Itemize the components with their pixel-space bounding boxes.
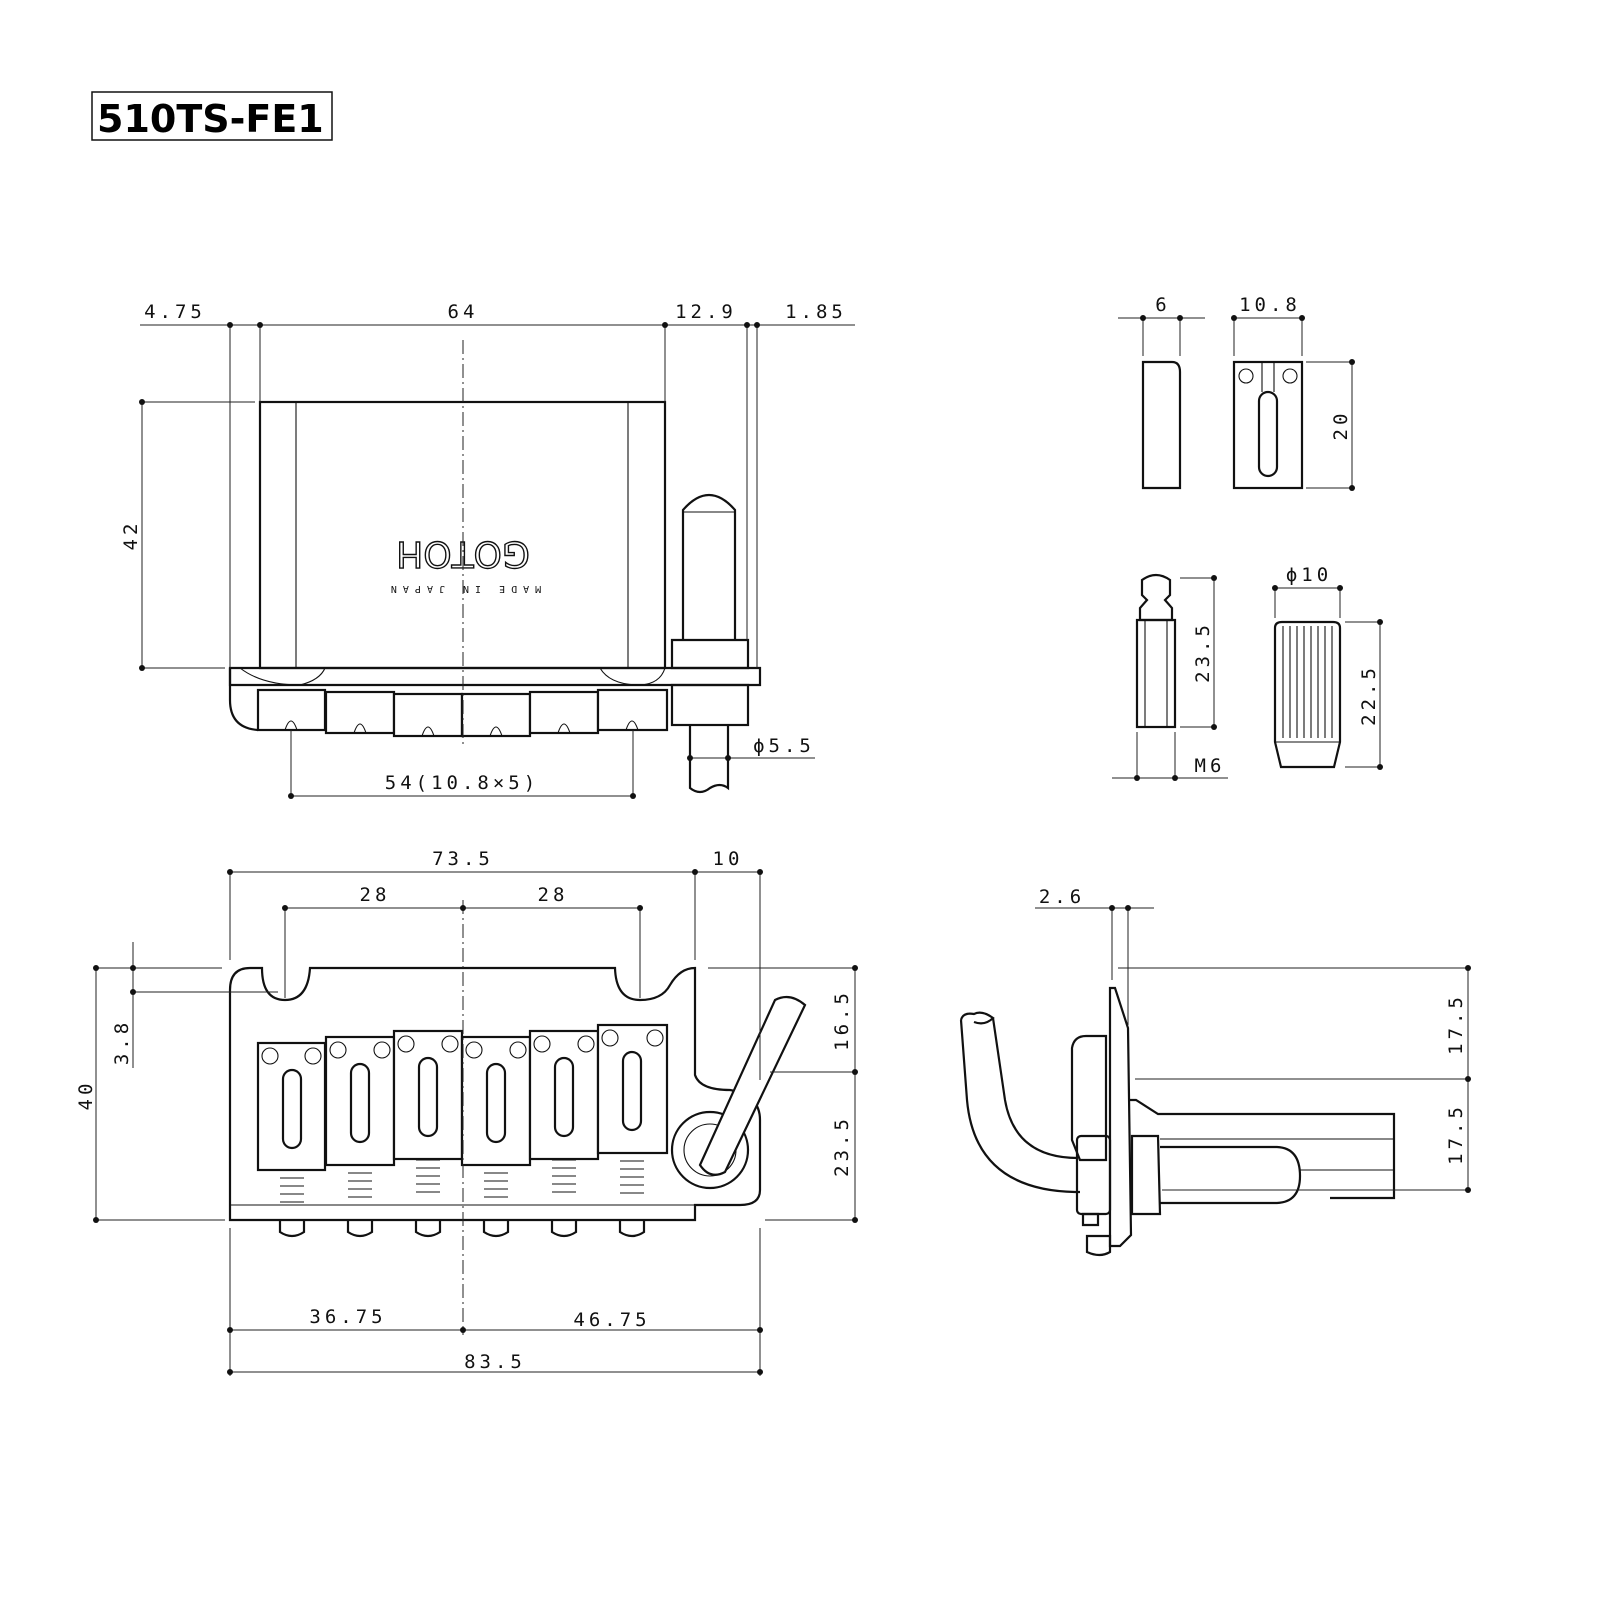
- tremolo-arm-side: [959, 1017, 1080, 1194]
- saddle-3: [392, 1029, 464, 1193]
- dim-side-upper: 17.5: [1445, 993, 1467, 1055]
- dim-arm-width: 1.85: [785, 301, 847, 323]
- dim-block-height: 42: [120, 520, 142, 551]
- saddles-top: [256, 688, 669, 738]
- dim-saddle-length: 20: [1330, 410, 1352, 441]
- saddle-side-view: [1141, 360, 1182, 490]
- arm-cap-part: [1273, 620, 1342, 769]
- dim-bottom-right: 46.75: [573, 1309, 650, 1331]
- dim-lower: 23.5: [831, 1115, 853, 1177]
- dim-string-spacing: 54(10.8×5): [385, 772, 539, 794]
- dim-block-width: 64: [448, 301, 479, 323]
- saddle-1: [256, 1041, 327, 1203]
- top-view: GOTOH MADE IN JAPAN: [120, 301, 855, 799]
- dim-height: 40: [75, 1080, 97, 1111]
- saddle-6: [596, 1023, 669, 1194]
- dim-arm-post-thread: M6: [1195, 755, 1226, 777]
- model-title: 510TS-FE1: [97, 97, 324, 141]
- dim-saddle-top-width: 10.8: [1239, 294, 1301, 316]
- arm-post-top: [670, 494, 750, 794]
- dim-arm-post-length: 23.5: [1192, 621, 1214, 683]
- front-dimensions: 73.5 10 28 28 40 3.8 16.5 23.5 36.75 46.…: [75, 848, 858, 1376]
- dim-bottom-left: 36.75: [309, 1306, 386, 1328]
- dim-stud-left: 28: [360, 884, 391, 906]
- title-box: 510TS-FE1: [91, 91, 333, 141]
- base-plate: [228, 966, 762, 1222]
- tremolo-arm-front: [670, 995, 807, 1190]
- dim-side-lower: 17.5: [1445, 1103, 1467, 1165]
- dim-arm-ext: 10: [713, 848, 744, 870]
- dim-upper: 16.5: [831, 989, 853, 1051]
- saddle-5: [528, 1029, 600, 1193]
- top-dimensions: 4.75 64 12.9 1.85 42 54(10.8×5) ϕ5.5: [120, 301, 855, 799]
- base-plate-side: [1108, 986, 1133, 1248]
- saddle-2: [324, 1035, 396, 1198]
- dim-arm-offset: 12.9: [675, 301, 737, 323]
- dim-notch: 3.8: [111, 1019, 133, 1065]
- saddles-front: [256, 1023, 669, 1238]
- dim-arm-cap-length: 22.5: [1358, 664, 1380, 726]
- side-view: 2.6 17.5 17.5: [959, 886, 1471, 1257]
- parts-detail: 6 10.8 20 23.5 M6: [1112, 294, 1383, 781]
- dim-plate-thickness: 2.6: [1039, 886, 1085, 908]
- dim-base-width: 73.5: [432, 848, 494, 870]
- side-dimensions: 2.6 17.5 17.5: [1035, 886, 1471, 1193]
- arm-post-part: [1135, 573, 1177, 729]
- dim-total: 83.5: [464, 1351, 526, 1373]
- dim-saddle-side-width: 6: [1155, 294, 1170, 316]
- saddle-top-view: [1232, 360, 1304, 490]
- front-view: 73.5 10 28 28 40 3.8 16.5 23.5 36.75 46.…: [75, 848, 858, 1376]
- dim-stud-right: 28: [538, 884, 569, 906]
- saddle-4: [460, 1035, 532, 1198]
- dim-arm-cap-diameter: ϕ10: [1286, 564, 1332, 586]
- dim-left-offset: 4.75: [144, 301, 206, 323]
- dim-arm-diameter: ϕ5.5: [753, 735, 815, 757]
